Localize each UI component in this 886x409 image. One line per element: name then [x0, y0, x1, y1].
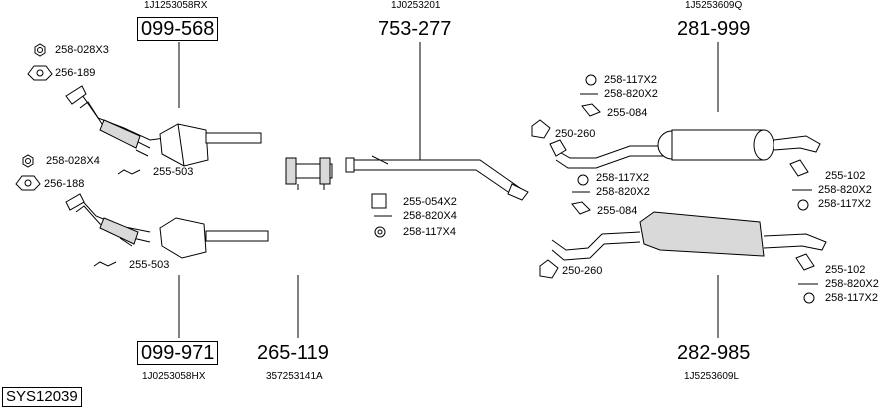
- rear-silencer-upper: [549, 129, 821, 169]
- oe-ref-099-568: 1J1253058RX: [144, 0, 208, 11]
- hanger-icon: [795, 253, 815, 271]
- clamp-icon: [539, 259, 559, 279]
- part-label[interactable]: 258-820X2: [818, 184, 872, 196]
- catalytic-converter-upper: [65, 85, 262, 167]
- part-label[interactable]: 258-117X4: [403, 226, 457, 238]
- part-label[interactable]: 256-188: [44, 178, 85, 190]
- washer-icon: [585, 74, 597, 86]
- washer-icon: [797, 199, 809, 211]
- gasket-icon: [15, 175, 41, 191]
- part-label[interactable]: 258-820X2: [604, 88, 658, 100]
- part-label[interactable]: 258-117X2: [825, 292, 879, 304]
- clamp-icon: [531, 119, 551, 139]
- hex-nut-icon: [34, 43, 46, 57]
- part-label[interactable]: 255-503: [129, 259, 170, 271]
- system-id-badge: SYS12039: [2, 387, 82, 407]
- part-label[interactable]: 258-117X2: [604, 74, 658, 86]
- hex-nut-icon: [22, 154, 34, 168]
- part-label[interactable]: 250-260: [562, 265, 603, 277]
- assembly-number-282-985[interactable]: 282-985: [677, 342, 751, 364]
- part-label[interactable]: 250-260: [555, 128, 596, 140]
- oe-ref-753-277: 1J0253201: [391, 0, 441, 11]
- part-label[interactable]: 258-117X2: [596, 172, 650, 184]
- oe-ref-265-119: 357253141A: [266, 371, 323, 382]
- rubber-mount-icon: [581, 103, 601, 117]
- part-label[interactable]: 258-028X4: [46, 155, 100, 167]
- clamp-icon: [117, 169, 141, 175]
- part-label[interactable]: 258-820X2: [825, 278, 879, 290]
- assembly-number-099-568[interactable]: 099-568: [137, 17, 219, 41]
- clamp-icon: [93, 261, 117, 267]
- part-label[interactable]: 258-820X4: [403, 210, 457, 222]
- part-label[interactable]: 255-084: [607, 107, 648, 119]
- rear-silencer-lower: [551, 211, 827, 261]
- part-label[interactable]: 255-102: [825, 170, 866, 182]
- rubber-mount-icon: [571, 201, 591, 215]
- catalytic-converter-lower: [65, 193, 269, 259]
- part-label[interactable]: 255-102: [825, 264, 866, 276]
- part-label[interactable]: 256-189: [55, 67, 96, 79]
- assembly-number-265-119[interactable]: 265-119: [257, 342, 329, 364]
- assembly-number-281-999[interactable]: 281-999: [677, 18, 751, 40]
- part-label[interactable]: 258-028X3: [55, 44, 109, 56]
- hanger-icon: [789, 159, 809, 177]
- part-label[interactable]: 258-820X2: [596, 186, 650, 198]
- oe-ref-282-985: 1J5253609L: [684, 371, 740, 382]
- part-label[interactable]: 258-117X2: [818, 198, 872, 210]
- intermediate-pipe: [345, 155, 529, 201]
- part-label[interactable]: 255-084: [597, 205, 638, 217]
- washer-icon: [803, 292, 815, 304]
- washer-icon: [374, 226, 386, 238]
- oe-ref-099-971: 1J0253058HX: [142, 371, 206, 382]
- oe-ref-281-999: 1J5253609Q: [685, 0, 743, 11]
- repair-sleeve: [285, 157, 333, 190]
- part-label[interactable]: 255-503: [153, 166, 194, 178]
- part-label[interactable]: 255-054X2: [403, 196, 457, 208]
- assembly-number-099-971[interactable]: 099-971: [137, 341, 219, 365]
- rubber-mount-icon: [371, 193, 387, 209]
- assembly-number-753-277[interactable]: 753-277: [378, 18, 452, 40]
- washer-icon: [577, 174, 589, 186]
- gasket-icon: [27, 65, 53, 81]
